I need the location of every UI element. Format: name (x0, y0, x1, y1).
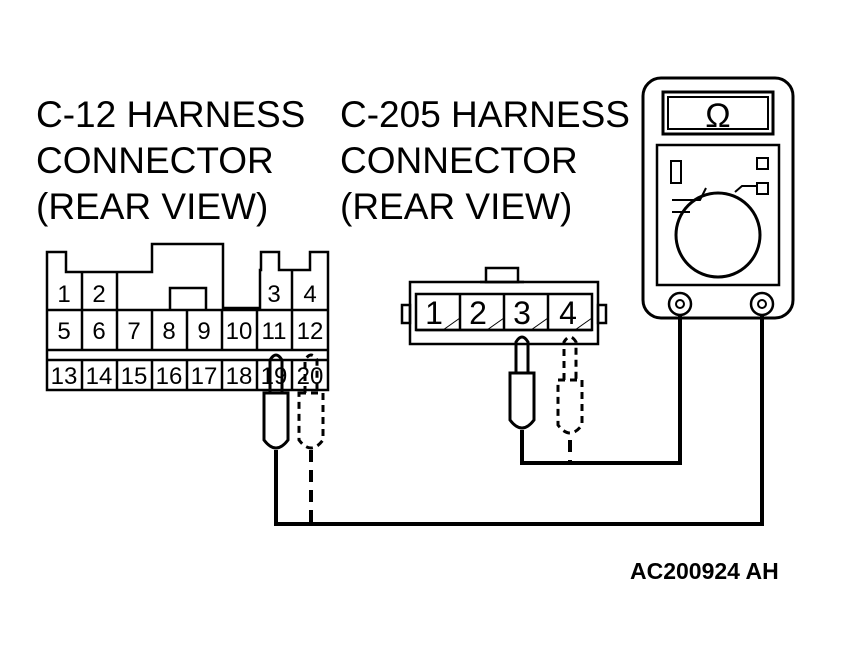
c12-lock-tab (168, 286, 208, 310)
c205-pin-label: 2 (469, 295, 487, 331)
c205-pin-label: 3 (513, 295, 531, 331)
c205-hatch-line (442, 317, 461, 331)
c205-hatch-line (486, 317, 505, 331)
test-leads (274, 315, 764, 526)
c205-side-tab-right (596, 303, 608, 325)
caption-line: C-12 HARNESS (36, 94, 306, 135)
c12-pin-label: 9 (197, 318, 210, 345)
c12-connector-caption: C-12 HARNESS CONNECTOR (REAR VIEW) (36, 92, 305, 230)
range-indicator-icon (756, 182, 769, 195)
range-scale-line (734, 185, 757, 193)
c205-side-tab-left (400, 303, 412, 325)
c12-pin-label: 1 (57, 281, 70, 308)
c205-pin-label: 4 (559, 295, 577, 331)
c205-pin-labels: 1 2 3 4 (425, 295, 577, 331)
probe-handle (262, 391, 290, 450)
c12-pin-label: 16 (156, 363, 183, 390)
c205-hatch-line (530, 317, 549, 331)
c12-pin-label: 20 (297, 363, 324, 390)
multimeter (641, 76, 795, 320)
probe-c12-pin11 (262, 353, 290, 450)
c12-pin-label: 6 (92, 318, 105, 345)
probe-tip (303, 353, 319, 393)
c12-pin-label: 7 (127, 318, 140, 345)
probe-c12-pin12 (297, 353, 325, 450)
multimeter-display (661, 90, 775, 136)
probe-c205-pin3 (508, 335, 536, 430)
probe-tip (514, 335, 530, 373)
range-scale-line (672, 187, 707, 201)
c12-pin-label: 17 (191, 363, 218, 390)
probe-tip (268, 353, 284, 393)
c205-hatch-line (574, 317, 593, 331)
c12-outline (45, 242, 330, 392)
caption-line: CONNECTOR (340, 140, 578, 181)
multimeter-body (641, 76, 795, 320)
probe-handle (556, 378, 584, 435)
c205-lock-tab (484, 266, 520, 284)
solid-lead-c12-pin11 (274, 315, 764, 526)
c205-connector-caption: C-205 HARNESS CONNECTOR (REAR VIEW) (340, 92, 630, 230)
caption-line: C-205 HARNESS (340, 94, 630, 135)
c12-connector (45, 242, 330, 392)
c12-pin-label: 15 (121, 363, 148, 390)
c12-pin-label: 5 (57, 318, 70, 345)
c205-connector (400, 266, 608, 346)
multimeter-display-inner (667, 96, 769, 130)
selector-dial-icon (674, 191, 762, 279)
probe-jack-icon (757, 299, 767, 309)
probe-handle (297, 391, 325, 450)
caption-line: (REAR VIEW) (340, 186, 573, 227)
c12-pin-label: 4 (303, 281, 316, 308)
probe-tip (562, 335, 578, 380)
caption-line: (REAR VIEW) (36, 186, 269, 227)
probe-c205-pin4 (556, 335, 584, 435)
c12-pin-label: 10 (226, 318, 253, 345)
range-indicator-icon (756, 157, 769, 170)
multimeter-dial-panel (655, 143, 781, 287)
figure-code: AC200924 AH (630, 558, 779, 584)
c205-pin-label: 1 (425, 295, 443, 331)
c12-pin-label: 11 (262, 318, 287, 345)
solid-lead-c205-pin3 (520, 315, 682, 465)
c12-pin-label: 18 (226, 363, 253, 390)
c12-pin-label: 13 (51, 363, 78, 390)
c12-pin-labels: 1 2 3 4 5 6 7 8 9 10 11 12 13 14 15 16 1… (51, 281, 324, 390)
probe-handle (508, 371, 536, 430)
range-indicator-icon (670, 160, 682, 184)
c12-pin-label: 14 (86, 363, 113, 390)
c12-pin-label: 3 (267, 281, 280, 308)
probe-jack-icon (675, 299, 685, 309)
c12-pin-label: 12 (297, 318, 324, 345)
c12-pin-label: 8 (162, 318, 175, 345)
c205-hatching (442, 317, 593, 331)
caption-line: CONNECTOR (36, 140, 274, 181)
dashed-leads (309, 440, 572, 524)
ohm-symbol-icon: Ω (705, 97, 730, 135)
c12-pin-label: 2 (92, 281, 105, 308)
